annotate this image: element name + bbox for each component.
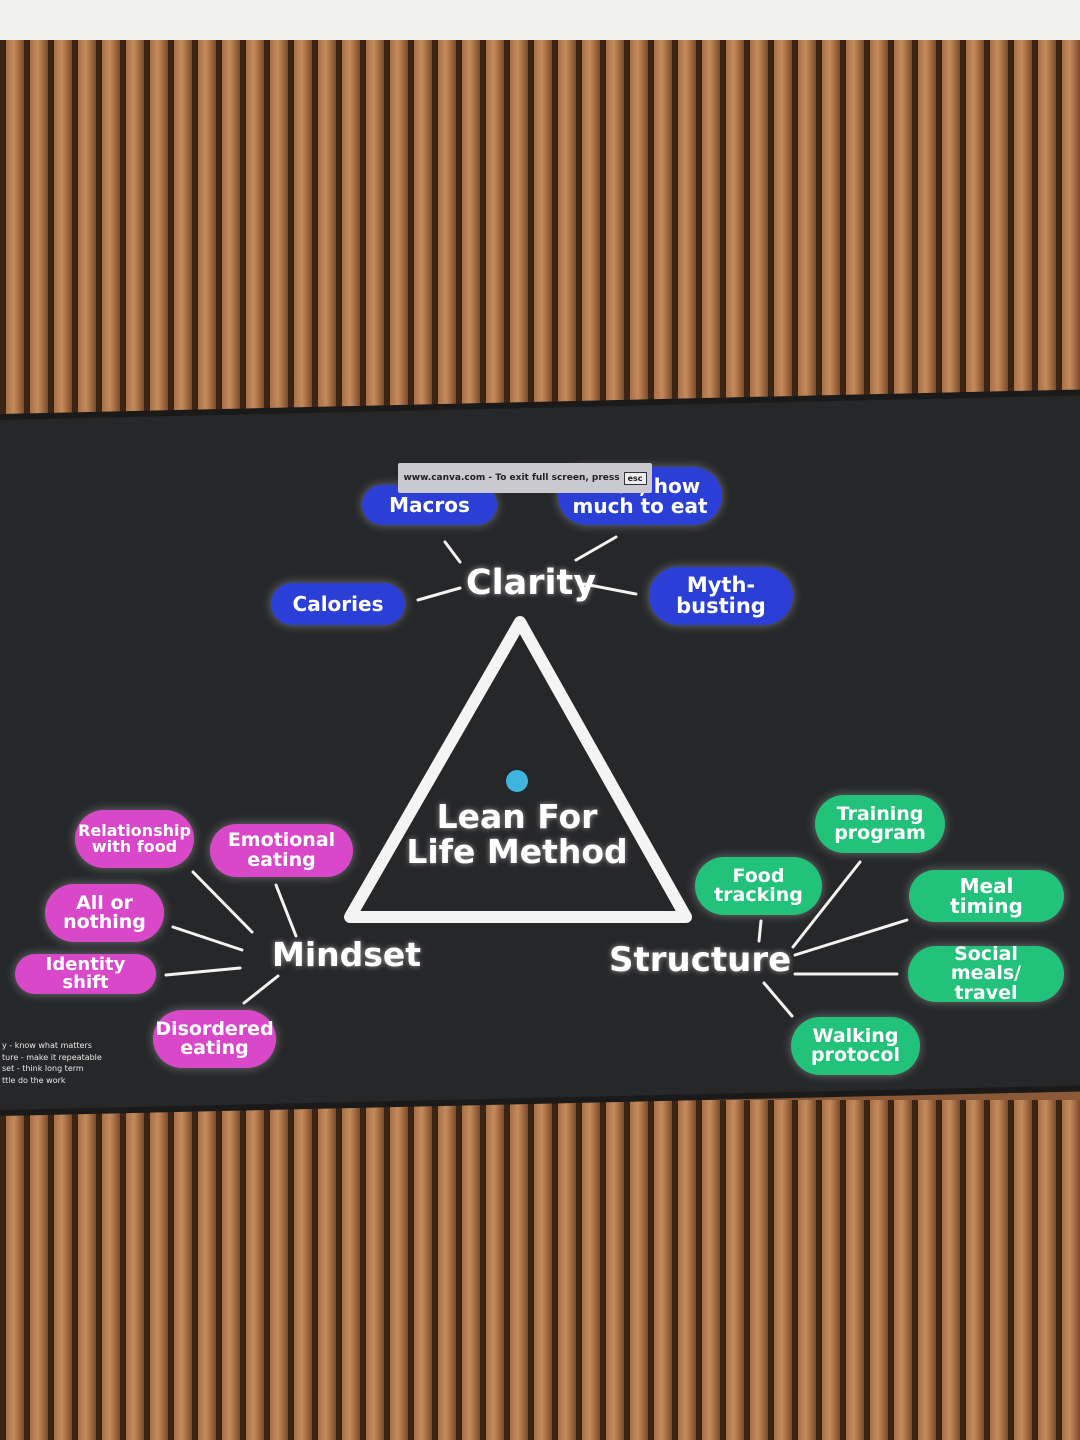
link-mindset-relationship	[191, 870, 254, 934]
pill-macros: Macros	[362, 485, 497, 525]
pill-social-meals-travel: Social meals/travel	[908, 944, 1064, 1003]
ceiling	[0, 0, 1080, 46]
link-mindset-all	[171, 925, 244, 952]
triangle-outline	[344, 616, 692, 923]
link-structure-food	[757, 919, 763, 943]
pill-calories: Calories	[271, 583, 405, 625]
link-clarity-macros	[443, 540, 462, 564]
center-title: Lean For Life Method	[406, 797, 628, 871]
hub-mindset: Mindset	[272, 935, 422, 974]
slide-notes: y - know what matters ture - make it rep…	[2, 1041, 102, 1085]
link-structure-training	[791, 860, 862, 949]
link-clarity-calories	[416, 586, 462, 602]
hub-structure: Structure	[609, 940, 792, 980]
link-mindset-disordered	[242, 974, 280, 1005]
link-clarity-what	[574, 535, 618, 562]
hub-clarity: Clarity	[466, 563, 597, 603]
pill-identity-shift: Identity shift	[15, 954, 156, 994]
link-structure-walking	[762, 981, 794, 1018]
link-mindset-emotional	[274, 883, 298, 938]
link-mindset-identity	[164, 966, 242, 977]
wood-slat-wall-bottom	[0, 1100, 1080, 1440]
fullscreen-banner: www.canva.com - To exit full screen, pre…	[398, 463, 652, 493]
link-structure-meal	[793, 918, 909, 957]
pill-meal-timing: Meal timing	[909, 870, 1064, 922]
wood-slat-wall-top	[0, 40, 1080, 450]
center-dot	[506, 770, 528, 792]
pill-myth-busting: Myth-busting	[649, 567, 793, 625]
link-clarity-myth	[582, 582, 638, 596]
